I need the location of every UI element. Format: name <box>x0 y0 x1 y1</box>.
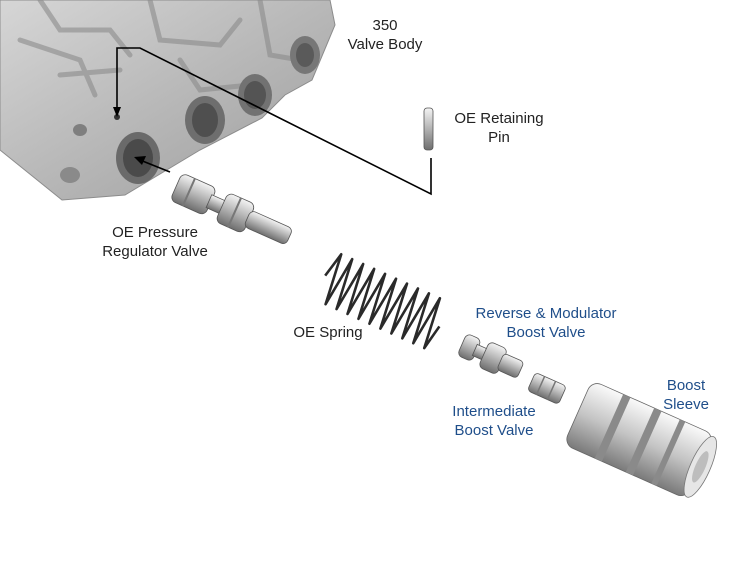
spring-label: OE Spring <box>282 323 374 342</box>
valve-body-leader <box>116 47 432 196</box>
pressure-regulator-valve <box>171 174 292 244</box>
retaining-pin <box>423 107 434 151</box>
boost-sleeve <box>566 383 717 498</box>
pressure-regulator-label-line2: Regulator Valve <box>102 243 208 260</box>
pressure-regulator-label: OE Pressure Regulator Valve <box>90 223 220 261</box>
intermediate-label-line1: Intermediate <box>452 403 536 420</box>
retaining-pin-label-line2: Pin <box>488 129 510 146</box>
leader-lines <box>113 47 432 196</box>
boost-sleeve-label: Boost Sleeve <box>650 376 722 414</box>
reverse-modulator-label-line1: Reverse & Modulator <box>475 305 617 322</box>
oe-spring <box>324 252 442 350</box>
intermediate-label: Intermediate Boost Valve <box>440 402 548 440</box>
reverse-modulator-valve <box>458 334 524 378</box>
valve-body-label-line2: Valve Body <box>347 36 423 53</box>
valve-body-arrowhead <box>113 107 121 117</box>
retaining-pin-label-line1: OE Retaining <box>454 110 544 127</box>
boost-sleeve-label-line2: Sleeve <box>663 396 709 413</box>
reverse-modulator-label: Reverse & Modulator Boost Valve <box>458 304 634 342</box>
intermediate-label-line2: Boost Valve <box>454 422 534 439</box>
boost-sleeve-label-line1: Boost <box>666 377 706 394</box>
valve-body-label: 350 Valve Body <box>330 16 440 54</box>
intermediate-valve <box>528 373 566 404</box>
valve-body-label-line1: 350 <box>372 17 398 34</box>
reverse-modulator-label-line2: Boost Valve <box>506 324 586 341</box>
valve-body-casting <box>0 0 336 201</box>
retaining-pin-label: OE Retaining Pin <box>444 109 554 147</box>
pressure-regulator-leader <box>139 159 171 173</box>
pressure-regulator-label-line1: OE Pressure <box>112 224 198 241</box>
pressure-regulator-arrowhead <box>134 156 146 165</box>
spring-label-line1: OE Spring <box>293 324 363 341</box>
